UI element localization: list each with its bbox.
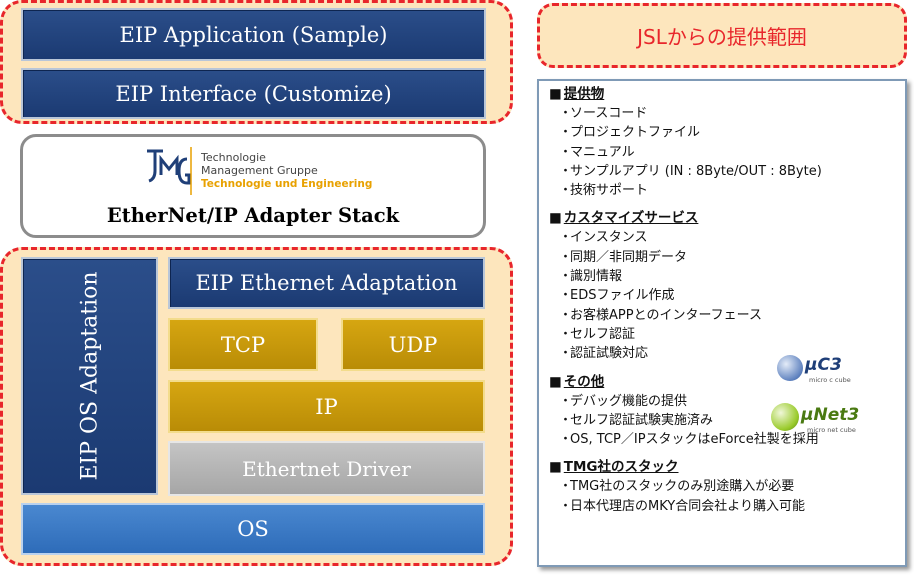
panel-list-item: サンプルアプリ (IN : 8Byte/OUT : 8Byte) (549, 162, 905, 181)
panel-section-title-text: カスタマイズサービス (563, 210, 699, 227)
unet3-icon (771, 403, 799, 431)
panel-list-item: プロジェクトファイル (549, 123, 905, 142)
tmg-logo: Technologie Management Gruppe Technologi… (141, 143, 401, 203)
eip-interface-block: EIP Interface (Customize) (21, 68, 486, 119)
unet3-text: μNet3 (801, 405, 860, 425)
panel-list-item: ソースコード (549, 104, 905, 123)
square-bullet-icon: ■ (549, 210, 562, 227)
eip-application-label: EIP Application (Sample) (119, 22, 388, 47)
eip-os-adaptation-block: EIP OS Adaptation (21, 257, 158, 495)
os-label: OS (237, 517, 269, 541)
ethernet-driver-label: Ethertnet Driver (242, 456, 411, 481)
eip-ethernet-adaptation-label: EIP Ethernet Adaptation (195, 271, 458, 295)
eip-os-adaptation-label: EIP OS Adaptation (77, 271, 102, 481)
os-block: OS (21, 503, 485, 555)
panel-section: ■カスタマイズサービスインスタンス同期／非同期データ識別情報EDSファイル作成お… (549, 209, 905, 363)
eip-application-block: EIP Application (Sample) (21, 8, 486, 61)
adapter-stack-box: Technologie Management Gruppe Technologi… (20, 134, 486, 238)
ip-block: IP (168, 380, 485, 433)
uc3-icon (777, 355, 803, 381)
unet3-logo: μNet3 micro net cube (767, 399, 877, 441)
square-bullet-icon: ■ (549, 86, 562, 102)
ethernet-driver-block: Ethertnet Driver (168, 441, 485, 496)
ip-label: IP (315, 394, 338, 419)
scope-panel: ■提供物ソースコードプロジェクトファイルマニュアルサンプルアプリ (IN : 8… (537, 79, 907, 567)
panel-list-item: 認証試験対応 (549, 344, 905, 363)
panel-list-item: 技術サポート (549, 181, 905, 200)
unet3-sub: micro net cube (807, 426, 856, 434)
panel-list-item: 日本代理店のMKY合同会社より購入可能 (549, 497, 905, 516)
uc3-sub: micro c cube (809, 376, 851, 384)
square-bullet-icon: ■ (549, 459, 562, 476)
panel-list-item: デバッグ機能の提供 (549, 392, 905, 411)
panel-section-title-text: 提供物 (563, 86, 605, 102)
square-bullet-icon: ■ (549, 373, 562, 390)
panel-list-item: お客様APPとのインターフェース (549, 306, 905, 325)
tmg-logo-line1: Technologie (201, 151, 266, 164)
panel-section-title-text: TMG社のスタック (563, 459, 679, 476)
tcp-label: TCP (220, 332, 266, 357)
tmg-logo-line3: Technologie und Engineering (201, 178, 373, 190)
panel-section-title-text: その他 (563, 373, 605, 390)
panel-list-item: インスタンス (549, 228, 905, 247)
panel-list-item: セルフ認証 (549, 325, 905, 344)
tmg-logo-line2: Management Gruppe (201, 164, 318, 177)
panel-list-item: セルフ認証試験実施済み (549, 411, 905, 430)
tcp-block: TCP (168, 318, 318, 371)
panel-section: ■その他デバッグ機能の提供セルフ認証試験実施済みOS, TCP／IPスタックはe… (549, 373, 905, 450)
tmg-logo-icon (147, 147, 192, 195)
panel-list-item: TMG社のスタックのみ別途購入が必要 (549, 477, 905, 496)
scope-title: JSLからの提供範囲 (637, 25, 807, 49)
panel-section-title: ■カスタマイズサービス (549, 209, 905, 228)
udp-label: UDP (388, 332, 438, 357)
uc3-text: μC3 (805, 355, 842, 375)
panel-section: ■TMG社のスタックTMG社のスタックのみ別途購入が必要日本代理店のMKY合同会… (549, 458, 905, 516)
panel-section-title: ■その他 (549, 373, 905, 392)
panel-list-item: EDSファイル作成 (549, 286, 905, 305)
adapter-stack-label: EtherNet/IP Adapter Stack (106, 204, 400, 227)
panel-section-title: ■TMG社のスタック (549, 458, 905, 477)
panel-section: ■提供物ソースコードプロジェクトファイルマニュアルサンプルアプリ (IN : 8… (549, 85, 905, 200)
eip-ethernet-adaptation-block: EIP Ethernet Adaptation (168, 257, 485, 309)
panel-list-item: 同期／非同期データ (549, 248, 905, 267)
scope-title-box: JSLからの提供範囲 (537, 3, 907, 68)
panel-list-item: 識別情報 (549, 267, 905, 286)
udp-block: UDP (341, 318, 485, 371)
eip-interface-label: EIP Interface (Customize) (115, 81, 392, 106)
uc3-logo: μC3 micro c cube (775, 351, 865, 391)
panel-list-item: マニュアル (549, 143, 905, 162)
panel-list-item: OS, TCP／IPスタックはeForce社製を採用 (549, 430, 905, 449)
panel-sections: ■提供物ソースコードプロジェクトファイルマニュアルサンプルアプリ (IN : 8… (549, 85, 905, 516)
panel-section-title: ■提供物 (549, 85, 905, 104)
